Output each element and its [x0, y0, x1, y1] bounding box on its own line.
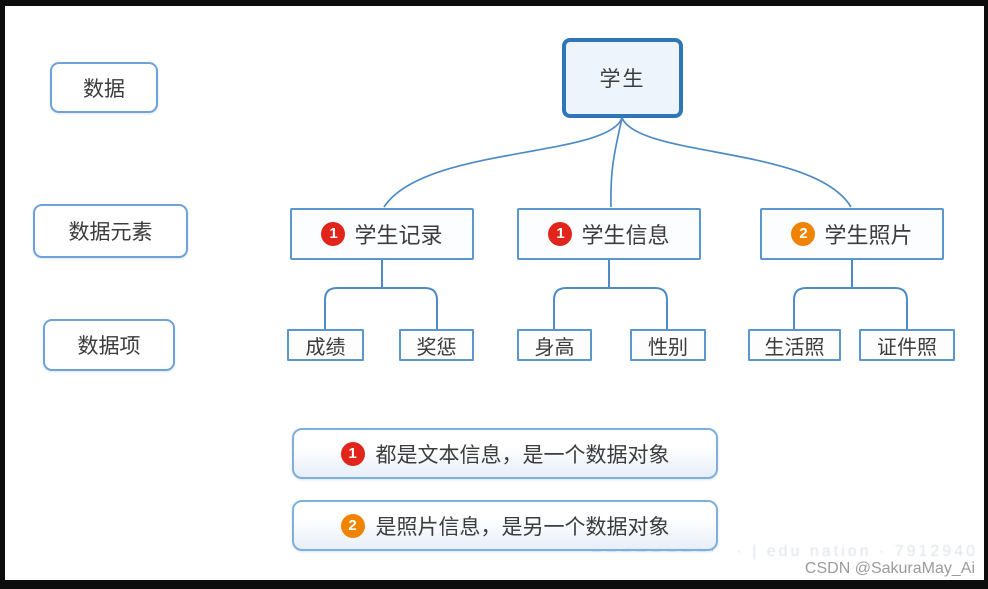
- node-gender-text: 性别: [648, 336, 688, 359]
- badge-2-icon: 2: [340, 513, 365, 538]
- node-student-record-text: 学生记录: [354, 223, 443, 248]
- node-rewards-text: 奖惩: [416, 336, 457, 359]
- badge-2-icon: 2: [791, 222, 816, 246]
- label-box-data: 数据: [50, 62, 158, 113]
- badge-1-icon: 1: [321, 222, 346, 246]
- node-student-root-text: 学生: [599, 68, 646, 91]
- node-life-photo-text: 生活照: [764, 336, 825, 359]
- badge-1-icon: 1: [340, 441, 365, 466]
- node-grades: 成绩: [287, 329, 364, 361]
- legend-note-2-text: 是照片信息，是另一个数据对象: [375, 515, 670, 539]
- badge-1-icon: 1: [548, 222, 573, 246]
- node-id-photo: 证件照: [859, 329, 955, 361]
- label-data-text: 数据: [83, 77, 125, 101]
- label-data-item-text: 数据项: [77, 335, 141, 358]
- node-rewards: 奖惩: [399, 329, 474, 361]
- node-height-text: 身高: [534, 336, 575, 359]
- node-grades-text: 成绩: [305, 336, 346, 359]
- legend-note-1: 1 都是文本信息，是一个数据对象: [292, 428, 718, 479]
- node-gender: 性别: [630, 329, 706, 361]
- node-student-info: 1 学生信息: [517, 208, 701, 260]
- node-life-photo: 生活照: [748, 329, 841, 361]
- legend-note-1-text: 都是文本信息，是一个数据对象: [375, 443, 670, 467]
- node-student-info-text: 学生信息: [581, 223, 670, 248]
- csdn-watermark: CSDN @SakuraMay_Ai: [804, 560, 975, 577]
- node-student-root: 学生: [562, 38, 683, 118]
- node-student-record: 1 学生记录: [290, 208, 474, 260]
- node-student-photo-text: 学生照片: [824, 223, 913, 248]
- legend-note-2: 2 是照片信息，是另一个数据对象: [292, 500, 718, 551]
- node-student-photo: 2 学生照片: [760, 208, 944, 260]
- label-box-data-element: 数据元素: [33, 204, 188, 258]
- label-data-element-text: 数据元素: [68, 221, 153, 244]
- faint-watermark: · | edu nation · 7912940: [736, 543, 978, 560]
- label-box-data-item: 数据项: [43, 319, 175, 371]
- node-height: 身高: [517, 329, 592, 361]
- node-id-photo-text: 证件照: [877, 336, 937, 359]
